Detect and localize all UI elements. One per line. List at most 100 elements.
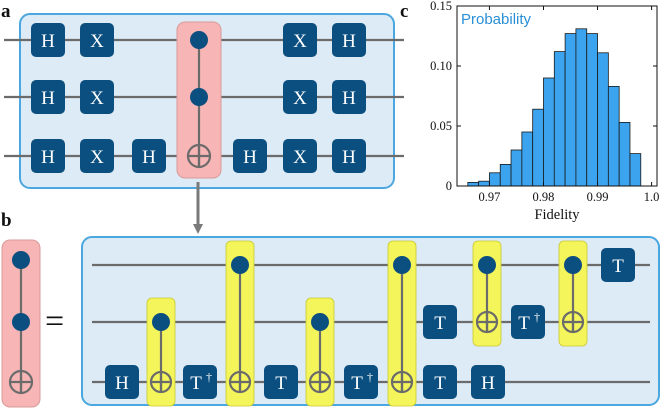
gate-box	[80, 23, 114, 57]
gate-label: H	[243, 147, 257, 168]
gate-box	[264, 365, 298, 399]
control-dot	[311, 313, 329, 331]
gate: H	[332, 139, 366, 173]
gate-box	[283, 80, 317, 114]
control-dot	[231, 256, 249, 274]
gate: T	[423, 365, 457, 399]
target-oplus	[390, 370, 414, 394]
target-oplus	[475, 310, 499, 334]
gate-box	[132, 139, 166, 173]
gate-label: T	[434, 313, 446, 334]
target-oplus	[149, 370, 173, 394]
gate-label: X	[293, 31, 307, 52]
gate-box	[423, 365, 457, 399]
x-tick-label: 0.98	[533, 190, 555, 204]
gate-box	[31, 139, 65, 173]
x-tick-label: 1.0	[644, 190, 660, 204]
histogram-bar	[499, 163, 512, 187]
gate-label: T	[190, 373, 202, 394]
histogram-bar	[597, 52, 609, 187]
x-tick-label: 0.97	[478, 190, 500, 204]
control-dot	[152, 313, 170, 331]
histogram-bar	[467, 181, 480, 187]
gate-label: X	[90, 31, 104, 52]
gate: H	[31, 23, 65, 57]
gate: X	[283, 139, 317, 173]
gate: X	[80, 23, 114, 57]
gate-label: X	[90, 88, 104, 109]
gate: X	[283, 23, 317, 57]
gate-box	[183, 365, 217, 399]
gate: T	[601, 248, 635, 282]
gate-label: T	[275, 373, 287, 394]
gate-box	[332, 80, 366, 114]
y-tick-label: 0	[446, 179, 452, 193]
gate-box	[31, 80, 65, 114]
gate: T	[423, 305, 457, 339]
gate-label: X	[293, 147, 307, 168]
histogram-bar	[629, 153, 642, 187]
gate-box	[423, 305, 457, 339]
target-oplus	[8, 369, 34, 395]
histogram-bar	[510, 149, 523, 187]
histogram-bar	[521, 131, 534, 187]
target-oplus	[186, 143, 212, 169]
control-dot	[12, 313, 30, 331]
gate-label: X	[293, 88, 307, 109]
gate-box	[601, 248, 635, 282]
gate-dagger: †	[206, 370, 212, 384]
gate-label: T	[612, 256, 624, 277]
gate-dagger: †	[534, 310, 540, 324]
gate-label: H	[115, 373, 129, 394]
histogram-bar	[607, 86, 620, 187]
control-dot	[190, 88, 208, 106]
gate-label: H	[142, 147, 156, 168]
plot-frame	[456, 5, 658, 187]
gate: T†	[183, 365, 217, 399]
panel-a-label: a	[1, 1, 11, 22]
gate: H	[233, 139, 267, 173]
histogram-bar	[564, 33, 577, 187]
gate-box	[471, 365, 505, 399]
gate-box	[511, 305, 545, 339]
control-dot	[564, 256, 582, 274]
x-axis-title: Fidelity	[534, 207, 580, 223]
gate-label: H	[41, 147, 55, 168]
gate: T	[264, 365, 298, 399]
gate-box	[332, 139, 366, 173]
target-oplus	[561, 310, 585, 334]
control-dot	[190, 31, 208, 49]
gate-label: T	[434, 373, 446, 394]
gate: H	[105, 365, 139, 399]
gate-box	[80, 80, 114, 114]
histogram-bar	[586, 33, 598, 187]
histogram-bar	[575, 28, 588, 187]
gate-label: T	[518, 313, 530, 334]
gate: X	[283, 80, 317, 114]
gate-box	[283, 139, 317, 173]
histogram-bar	[543, 77, 555, 187]
gate: H	[31, 139, 65, 173]
y-tick-label: 0.05	[430, 119, 452, 133]
gate-label: H	[342, 88, 356, 109]
gate-label: H	[41, 88, 55, 109]
gate-box	[332, 23, 366, 57]
panel-b-label: b	[1, 210, 12, 231]
gate: T†	[344, 365, 378, 399]
gate-box	[105, 365, 139, 399]
histogram-bar	[532, 108, 544, 187]
control-dot	[478, 256, 496, 274]
control-dot	[12, 251, 30, 269]
y-tick-label: 0.10	[430, 59, 452, 73]
target-oplus	[228, 370, 252, 394]
gate-box	[80, 139, 114, 173]
gate-label: H	[41, 31, 55, 52]
toffoli-symbol	[1, 239, 41, 408]
y-tick-label: 0.15	[430, 0, 452, 13]
gate-box	[344, 365, 378, 399]
equals-sign: =	[45, 303, 64, 340]
gate-label: H	[481, 373, 495, 394]
